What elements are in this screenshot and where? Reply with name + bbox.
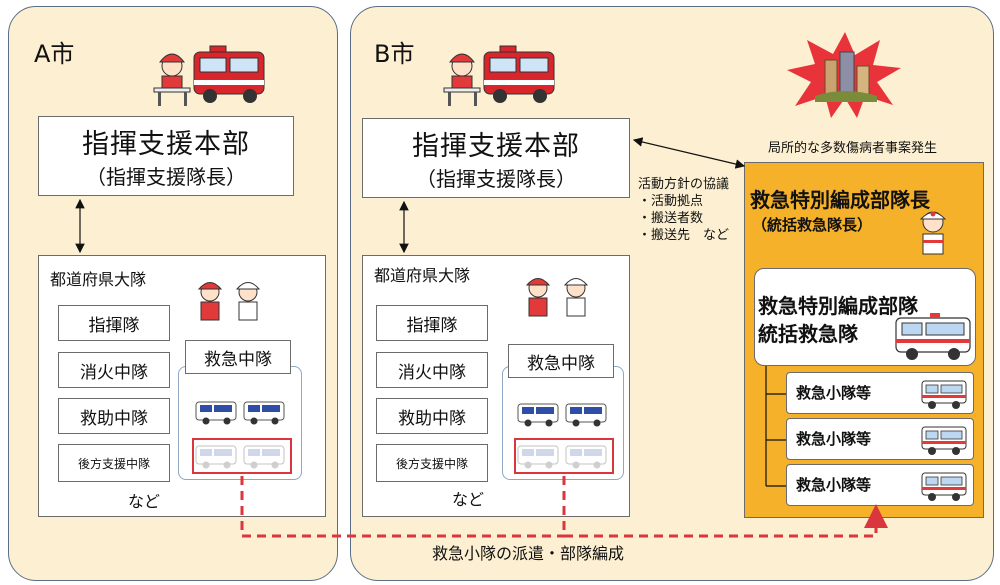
ambulance-icon [517,403,559,427]
firefighter-icon [443,53,481,106]
ambulance-faded-icon [565,445,607,469]
city-a-unit-firefighting: 消火中隊 [58,352,170,388]
special-leader-sub: （統括救急隊長） [752,216,873,234]
ambulance-icon [195,401,237,425]
city-b-prefecture-label: 都道府県大隊 [374,266,471,285]
city-a-hq-sub: （指揮支援隊長） [86,165,246,189]
fire-engine-icon [193,45,265,103]
special-leader-title: 救急特別編成部隊長 [750,188,930,212]
city-a-etc: など [128,492,161,511]
ambulance-faded-icon [195,445,237,469]
small-unit-label-2: 救急小隊等 [796,430,872,448]
firefighter-icon [153,53,191,106]
city-b-hq-box: 指揮支援本部 （指揮支援隊長） [362,118,630,198]
incident-label: 局所的な多数傷病者事案発生 [768,141,938,156]
city-b-name: B市 [374,40,415,68]
fire-truck-illustration-b [443,45,555,106]
city-b-unit-rescue: 救助中隊 [376,398,488,434]
consultation-item-destination: ・搬送先 など [638,228,730,243]
city-b-hq-sub: （指揮支援隊長） [416,167,576,191]
consultation-note: 活動方針の協議 ・活動拠点 ・搬送者数 ・搬送先 など [638,176,729,244]
ambulance-icon [243,401,285,425]
arrow-consultation [632,137,746,169]
city-b-etc: など [452,490,485,509]
consultation-item-count: ・搬送者数 [638,211,704,226]
city-b-ambulance-company: 救急中隊 [508,344,614,378]
consultation-title: 活動方針の協議 [638,177,730,192]
ambulance-icon [565,403,607,427]
consultation-item-base: ・活動拠点 [638,194,704,209]
city-a-unit-command: 指揮隊 [58,305,170,341]
special-unit-line2: 統括救急隊 [758,322,858,346]
firefighter-pair-icon [197,282,261,321]
city-a-unit-logistics: 後方支援中隊 [58,444,170,482]
ambulance-icon [921,472,967,501]
city-a-unit-rescue: 救助中隊 [58,398,170,434]
city-b-unit-logistics: 後方支援中隊 [376,444,488,482]
city-b-hq-title: 指揮支援本部 [412,131,580,162]
special-unit-line1: 救急特別編成部隊 [758,294,918,318]
dispatch-label: 救急小隊の派遣・部隊編成 [432,544,625,563]
city-a-dispatched-frame [192,438,292,474]
city-a-prefecture-label: 都道府県大隊 [50,270,147,289]
ambulance-icon [921,380,967,409]
city-a-ambulance-company: 救急中隊 [185,340,291,374]
small-unit-label-1: 救急小隊等 [796,384,872,402]
ambulance-faded-icon [243,445,285,469]
commander-icon [919,211,947,255]
firefighter-pair-icon [525,278,589,317]
dispatch-path [240,476,876,538]
city-b-unit-firefighting: 消火中隊 [376,352,488,388]
ambulance-faded-icon [517,445,559,469]
city-a-hq-title: 指揮支援本部 [82,129,250,160]
fire-engine-icon [483,45,555,103]
disaster-explosion-icon [787,32,901,118]
ambulance-icon [895,313,971,360]
city-a-name: A市 [34,40,75,68]
city-b-dispatched-frame [514,438,614,474]
city-a-hq-box: 指揮支援本部 （指揮支援隊長） [38,116,294,196]
ambulance-icon [921,426,967,455]
small-unit-label-3: 救急小隊等 [796,476,872,494]
city-b-unit-command: 指揮隊 [376,305,488,341]
fire-truck-illustration-a [153,45,265,106]
